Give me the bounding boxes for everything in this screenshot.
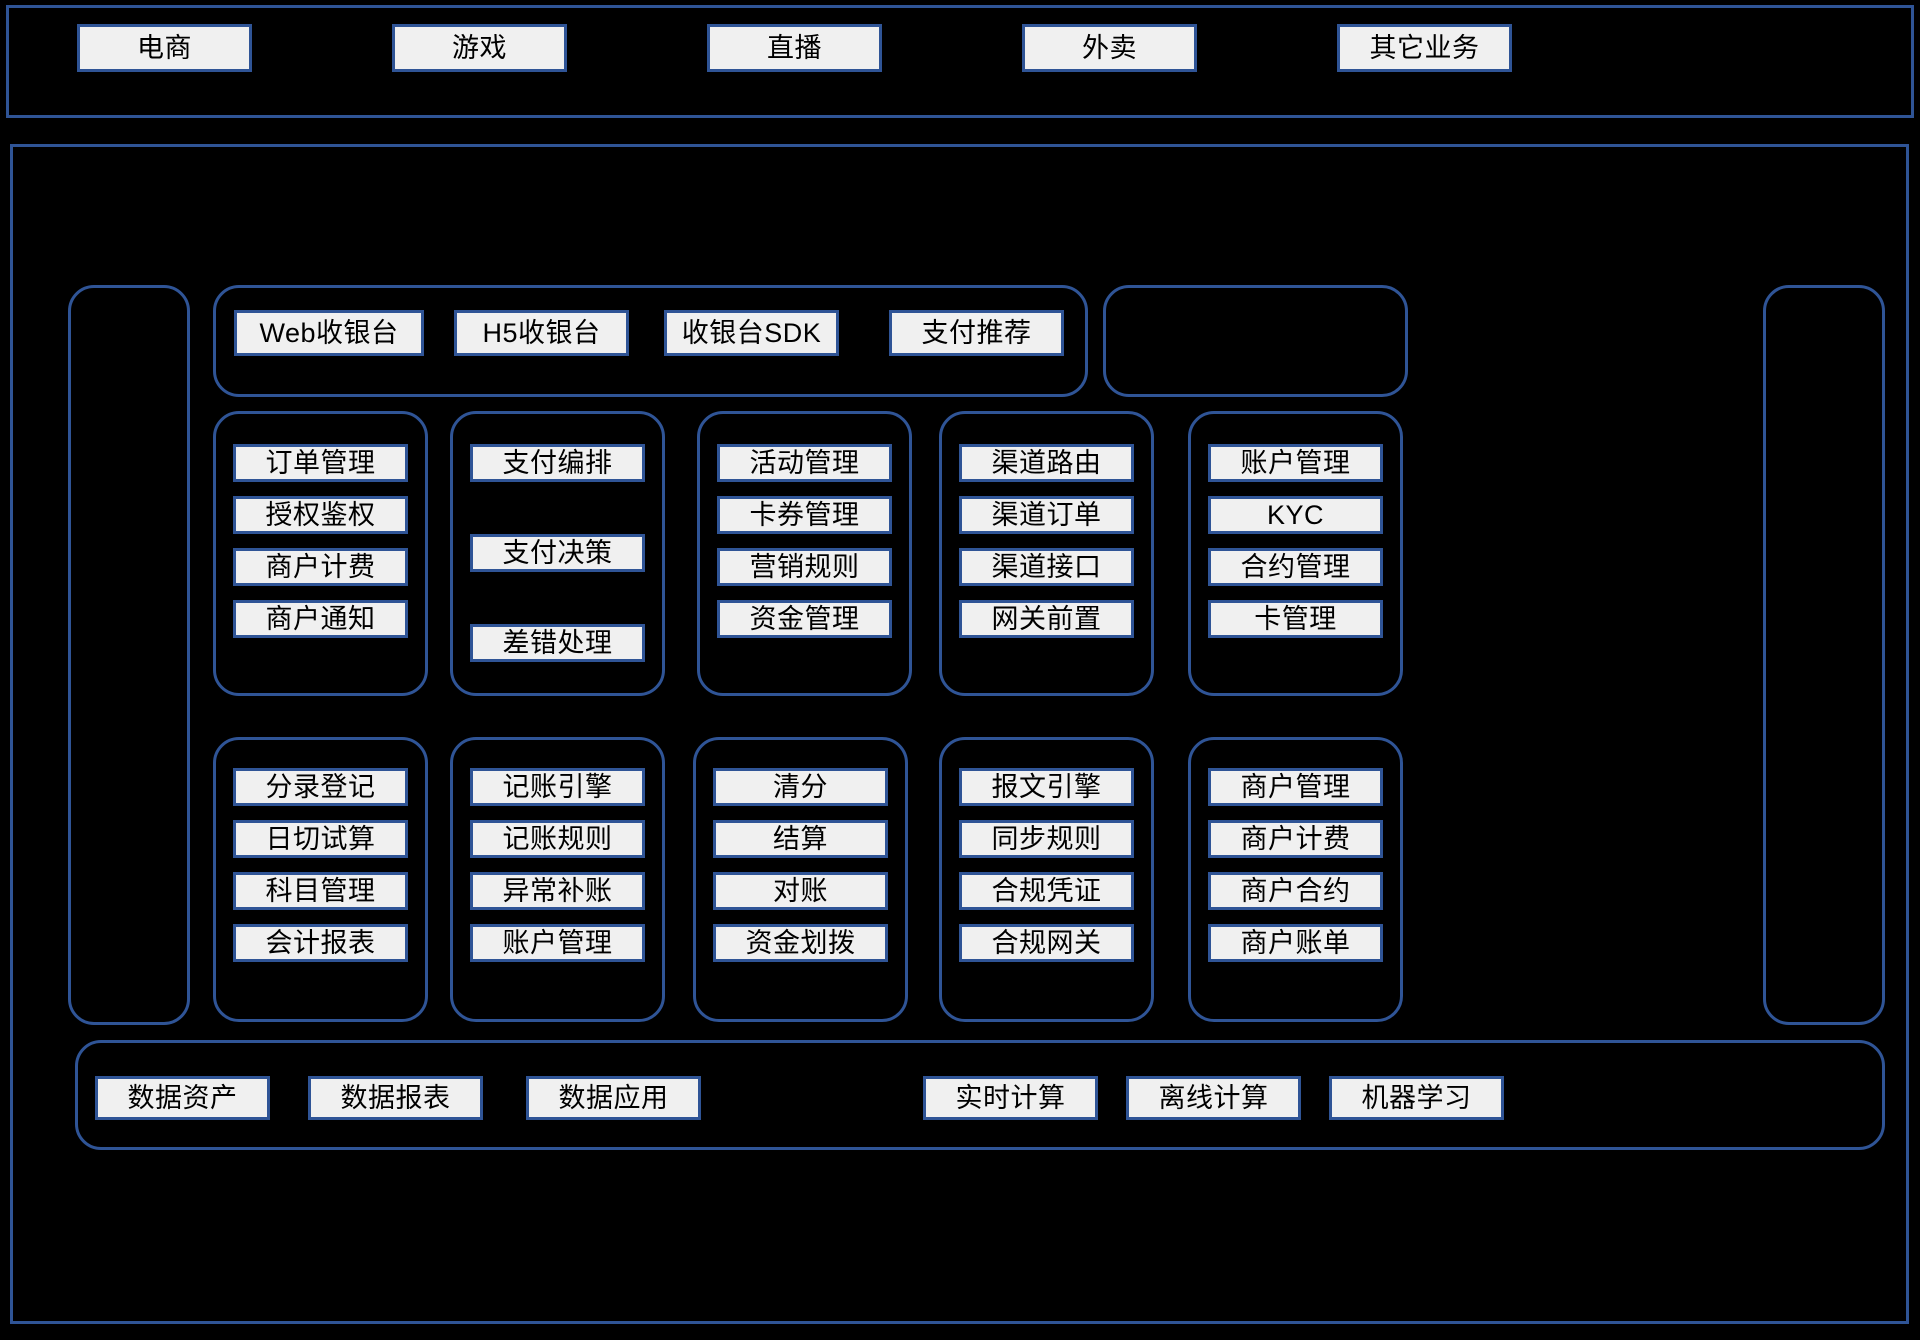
trade-group-item-1[interactable]: 授权鉴权 (233, 496, 408, 534)
data-platform-band: 数据资产数据报表数据应用 实时计算离线计算机器学习 (75, 1040, 1885, 1150)
business-band-items: 电商 游戏 直播 外卖 其它业务 (9, 24, 1911, 72)
bookkeeping-group-item-2[interactable]: 异常补账 (470, 872, 645, 910)
cashier-chip-1[interactable]: H5收银台 (454, 310, 629, 356)
account-group: 账户管理 KYC 合约管理卡管理 (1188, 411, 1403, 696)
right-rail-panel (1763, 285, 1885, 1025)
account-group-items: 账户管理 KYC 合约管理卡管理 (1191, 444, 1400, 638)
bookkeeping-group: 记账引擎记账规则异常补账账户管理 (450, 737, 665, 1022)
clearing-group-item-1[interactable]: 结算 (713, 820, 888, 858)
cashier-strip-panel: Web收银台 H5收银台收银台SDK 支付推荐 (213, 285, 1088, 397)
data-chip-3[interactable]: 实时计算 (923, 1076, 1098, 1120)
data-chip-2[interactable]: 数据应用 (526, 1076, 701, 1120)
account-group-item-3[interactable]: 卡管理 (1208, 600, 1383, 638)
accounting-group-item-3[interactable]: 会计报表 (233, 924, 408, 962)
merchant-group-items: 商户管理商户计费商户合约商户账单 (1191, 768, 1400, 962)
data-chip-4[interactable]: 离线计算 (1126, 1076, 1301, 1120)
cashier-chip-0[interactable]: Web收银台 (234, 310, 424, 356)
compliance-group-items: 报文引擎同步规则合规凭证合规网关 (942, 768, 1151, 962)
payment-group-items: 支付编排支付决策差错处理 (453, 444, 662, 662)
bookkeeping-group-item-3[interactable]: 账户管理 (470, 924, 645, 962)
compliance-group-item-2[interactable]: 合规凭证 (959, 872, 1134, 910)
accounting-group-item-0[interactable]: 分录登记 (233, 768, 408, 806)
left-rail-panel (68, 285, 190, 1025)
business-chip-2[interactable]: 直播 (707, 24, 882, 72)
bookkeeping-group-items: 记账引擎记账规则异常补账账户管理 (453, 768, 662, 962)
channel-group: 渠道路由渠道订单渠道接口网关前置 (939, 411, 1154, 696)
channel-group-item-3[interactable]: 网关前置 (959, 600, 1134, 638)
cashier-strip-items: Web收银台 H5收银台收银台SDK 支付推荐 (216, 310, 1085, 356)
channel-group-item-0[interactable]: 渠道路由 (959, 444, 1134, 482)
clearing-group-items: 清分结算对账资金划拨 (696, 768, 905, 962)
compliance-group-item-1[interactable]: 同步规则 (959, 820, 1134, 858)
trade-group-item-2[interactable]: 商户计费 (233, 548, 408, 586)
accounting-group-items: 分录登记日切试算科目管理会计报表 (216, 768, 425, 962)
business-chip-3[interactable]: 外卖 (1022, 24, 1197, 72)
marketing-group-item-2[interactable]: 营销规则 (717, 548, 892, 586)
business-chip-0[interactable]: 电商 (77, 24, 252, 72)
compliance-group: 报文引擎同步规则合规凭证合规网关 (939, 737, 1154, 1022)
payment-group: 支付编排支付决策差错处理 (450, 411, 665, 696)
accounting-group-item-1[interactable]: 日切试算 (233, 820, 408, 858)
merchant-group-item-1[interactable]: 商户计费 (1208, 820, 1383, 858)
compliance-group-item-0[interactable]: 报文引擎 (959, 768, 1134, 806)
data-chip-0[interactable]: 数据资产 (95, 1076, 270, 1120)
clearing-group: 清分结算对账资金划拨 (693, 737, 908, 1022)
trade-group-item-0[interactable]: 订单管理 (233, 444, 408, 482)
marketing-group-item-0[interactable]: 活动管理 (717, 444, 892, 482)
business-chip-4[interactable]: 其它业务 (1337, 24, 1512, 72)
trade-group: 订单管理授权鉴权商户计费商户通知 (213, 411, 428, 696)
channel-group-items: 渠道路由渠道订单渠道接口网关前置 (942, 444, 1151, 638)
merchant-group-item-2[interactable]: 商户合约 (1208, 872, 1383, 910)
account-group-item-0[interactable]: 账户管理 (1208, 444, 1383, 482)
payment-group-item-1[interactable]: 支付决策 (470, 534, 645, 572)
bookkeeping-group-item-0[interactable]: 记账引擎 (470, 768, 645, 806)
accounting-group-item-2[interactable]: 科目管理 (233, 872, 408, 910)
marketing-group: 活动管理卡券管理营销规则资金管理 (697, 411, 912, 696)
data-chip-1[interactable]: 数据报表 (308, 1076, 483, 1120)
empty-top-panel (1103, 285, 1408, 397)
accounting-group: 分录登记日切试算科目管理会计报表 (213, 737, 428, 1022)
clearing-group-item-2[interactable]: 对账 (713, 872, 888, 910)
payment-group-item-2[interactable]: 差错处理 (470, 624, 645, 662)
marketing-group-items: 活动管理卡券管理营销规则资金管理 (700, 444, 909, 638)
compliance-group-item-3[interactable]: 合规网关 (959, 924, 1134, 962)
trade-group-items: 订单管理授权鉴权商户计费商户通知 (216, 444, 425, 638)
channel-group-item-1[interactable]: 渠道订单 (959, 496, 1134, 534)
clearing-group-item-0[interactable]: 清分 (713, 768, 888, 806)
marketing-group-item-1[interactable]: 卡券管理 (717, 496, 892, 534)
clearing-group-item-3[interactable]: 资金划拨 (713, 924, 888, 962)
account-group-item-1[interactable]: KYC (1208, 496, 1383, 534)
channel-group-item-2[interactable]: 渠道接口 (959, 548, 1134, 586)
payment-group-item-0[interactable]: 支付编排 (470, 444, 645, 482)
marketing-group-item-3[interactable]: 资金管理 (717, 600, 892, 638)
bookkeeping-group-item-1[interactable]: 记账规则 (470, 820, 645, 858)
merchant-group-item-0[interactable]: 商户管理 (1208, 768, 1383, 806)
business-chip-1[interactable]: 游戏 (392, 24, 567, 72)
cashier-chip-2[interactable]: 收银台SDK (664, 310, 839, 356)
business-band: 电商 游戏 直播 外卖 其它业务 (6, 5, 1914, 118)
merchant-group: 商户管理商户计费商户合约商户账单 (1188, 737, 1403, 1022)
data-chip-5[interactable]: 机器学习 (1329, 1076, 1504, 1120)
cashier-chip-3[interactable]: 支付推荐 (889, 310, 1064, 356)
account-group-item-2[interactable]: 合约管理 (1208, 548, 1383, 586)
trade-group-item-3[interactable]: 商户通知 (233, 600, 408, 638)
merchant-group-item-3[interactable]: 商户账单 (1208, 924, 1383, 962)
